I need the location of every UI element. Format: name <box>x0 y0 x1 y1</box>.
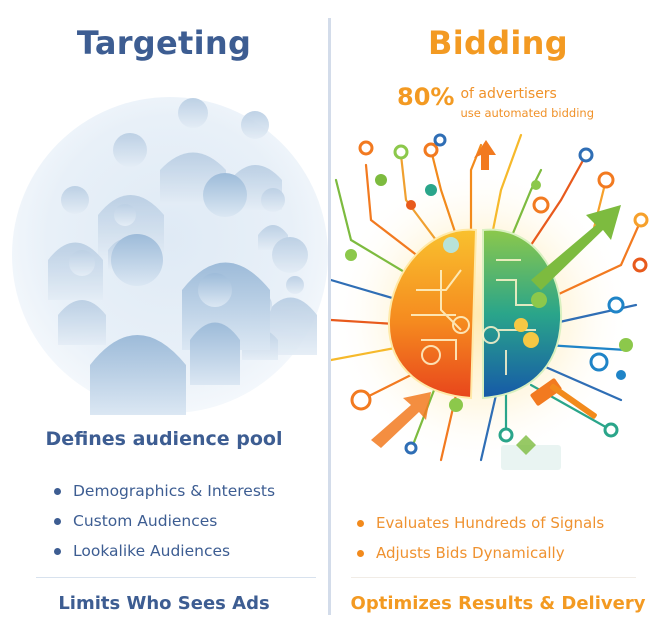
section-divider <box>36 577 316 578</box>
bullet-label: Demographics & Interests <box>73 482 276 500</box>
ai-brain-circuit-icon <box>331 133 649 470</box>
list-item: Evaluates Hundreds of Signals <box>357 508 604 538</box>
section-divider <box>351 577 636 578</box>
targeting-panel: Targeting <box>0 0 328 615</box>
bidding-title: Bidding <box>428 24 568 62</box>
list-item: Lookalike Audiences <box>54 536 275 566</box>
people-crowd-sphere-icon <box>12 97 328 415</box>
bullet-label: Lookalike Audiences <box>73 542 231 560</box>
stat-caption: of advertisers use automated bidding <box>460 82 594 121</box>
list-item: Demographics & Interests <box>54 476 275 506</box>
bullet-dot-icon <box>357 549 364 557</box>
targeting-subheading: Defines audience pool <box>45 428 283 450</box>
bullet-label: Custom Audiences <box>73 512 218 530</box>
list-item: Adjusts Bids Dynamically <box>357 538 604 568</box>
bullet-dot-icon <box>54 547 61 555</box>
stat-line-2: use automated bidding <box>460 106 595 120</box>
bidding-bullet-list: Evaluates Hundreds of Signals Adjusts Bi… <box>357 508 604 568</box>
bullet-label: Evaluates Hundreds of Signals <box>376 514 605 532</box>
stat-value: 80% <box>397 83 455 111</box>
gavel-icon <box>530 378 597 419</box>
bullet-dot-icon <box>54 517 61 525</box>
bullet-dot-icon <box>357 519 364 527</box>
targeting-bullet-list: Demographics & Interests Custom Audience… <box>54 476 275 566</box>
bullet-label: Adjusts Bids Dynamically <box>376 544 565 562</box>
automation-stat: 80% of advertisers use automated bidding <box>397 82 594 121</box>
bidding-panel: Bidding 80% of advertisers use automated… <box>331 0 665 615</box>
stat-line-1: of advertisers <box>460 86 557 102</box>
targeting-title: Targeting <box>76 24 252 62</box>
center-divider <box>328 18 331 615</box>
bidding-footer: Optimizes Results & Delivery <box>350 593 646 614</box>
list-item: Custom Audiences <box>54 506 275 536</box>
bullet-dot-icon <box>54 487 61 495</box>
targeting-footer: Limits Who Sees Ads <box>58 593 270 614</box>
